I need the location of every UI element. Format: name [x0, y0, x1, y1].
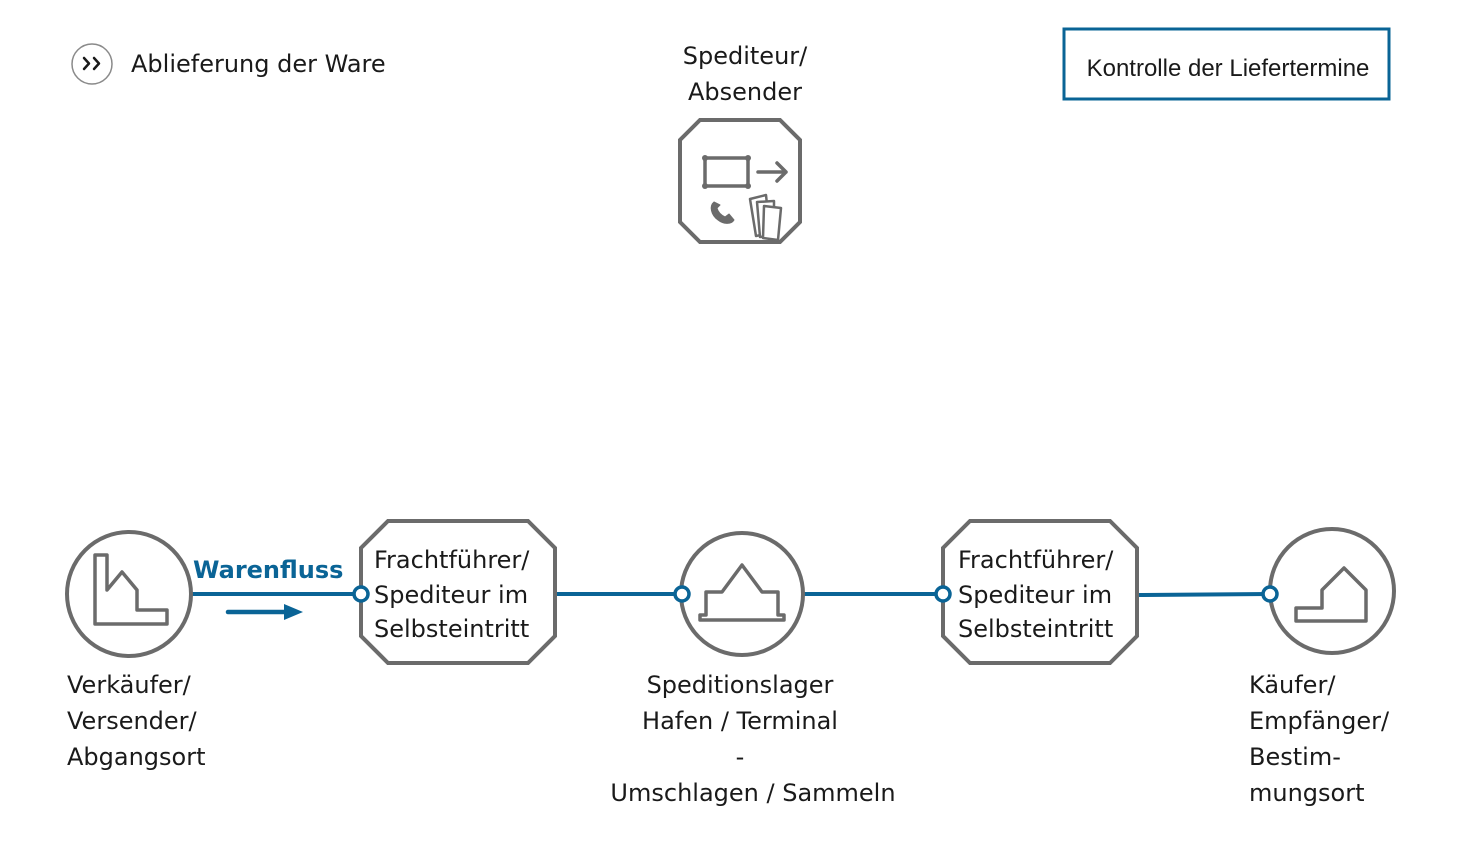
carrier-2-octagon — [941, 519, 1139, 665]
port-carrier-2-in — [934, 585, 952, 603]
double-chevron-right-icon — [82, 56, 101, 71]
forwarder-label-line-1: Spediteur/ — [683, 42, 808, 70]
flow-connections — [192, 592, 1270, 597]
carrier-1-label-line-3: Selbsteintritt — [374, 615, 529, 643]
carrier-1-label-line-1: Frachtführer/ — [374, 546, 530, 574]
warehouse-circle — [679, 531, 805, 657]
warehouse-label-line-2: Hafen / Terminal — [642, 707, 838, 735]
carrier-2-label-line-3: Selbsteintritt — [958, 615, 1113, 643]
connection-ports — [352, 585, 1279, 603]
section-title: Ablieferung der Ware — [131, 50, 386, 78]
forwarder-label-line-2: Absender — [688, 78, 802, 106]
port-buyer-in — [1261, 585, 1279, 603]
warehouse-icon — [698, 563, 786, 622]
seller-label-line-2: Versender/ — [67, 707, 198, 735]
warehouse-label-line-4: Umschlagen / Sammeln — [610, 779, 895, 807]
seller-circle — [65, 530, 193, 658]
goods-flow-label: Warenfluss — [193, 556, 343, 584]
control-box-label: Kontrolle der Liefertermine — [1087, 55, 1370, 82]
carrier-2-label-line-2: Spediteur im — [958, 581, 1112, 609]
port-warehouse-in — [673, 585, 691, 603]
route-phone-documents-icon — [702, 155, 788, 242]
warehouse-label-line-3: - — [736, 743, 745, 771]
node-warehouse: Speditionslager Hafen / Terminal - Umsch… — [610, 531, 896, 807]
delivery-dates-control-box: Kontrolle der Liefertermine — [1062, 27, 1391, 101]
node-carrier-2: Frachtführer/ Spediteur im Selbsteintrit… — [941, 519, 1139, 665]
goods-flow-indicator: Warenfluss — [193, 556, 343, 620]
seller-label-line-1: Verkäufer/ — [67, 671, 192, 699]
node-seller: Verkäufer/ Versender/ Abgangsort — [65, 530, 206, 771]
node-carrier-1: Frachtführer/ Spediteur im Selbsteintrit… — [359, 519, 557, 665]
forwarder-sender: Spediteur/ Absender — [678, 42, 808, 244]
buyer-label-line-1: Käufer/ — [1249, 671, 1336, 699]
buyer-label-line-3: Bestim- — [1249, 743, 1341, 771]
house-icon — [1294, 566, 1368, 623]
carrier-1-octagon — [359, 519, 557, 665]
node-buyer: Käufer/ Empfänger/ Bestim- mungsort — [1249, 527, 1396, 807]
seller-label-line-3: Abgangsort — [67, 743, 206, 771]
buyer-label-line-2: Empfänger/ — [1249, 707, 1390, 735]
flow-line-carrier2-buyer — [1137, 592, 1270, 597]
port-carrier-1-in — [352, 585, 370, 603]
forwarder-octagon — [678, 118, 802, 244]
carrier-1-label-line-2: Spediteur im — [374, 581, 528, 609]
buyer-label-line-4: mungsort — [1249, 779, 1365, 807]
buyer-circle — [1268, 527, 1396, 655]
carrier-2-label-line-1: Frachtführer/ — [958, 546, 1114, 574]
factory-icon — [93, 553, 169, 626]
section-header: Ablieferung der Ware — [71, 43, 386, 85]
arrow-right-icon — [225, 604, 303, 620]
warehouse-label-line-1: Speditionslager — [647, 671, 834, 699]
expand-button[interactable] — [71, 43, 113, 85]
